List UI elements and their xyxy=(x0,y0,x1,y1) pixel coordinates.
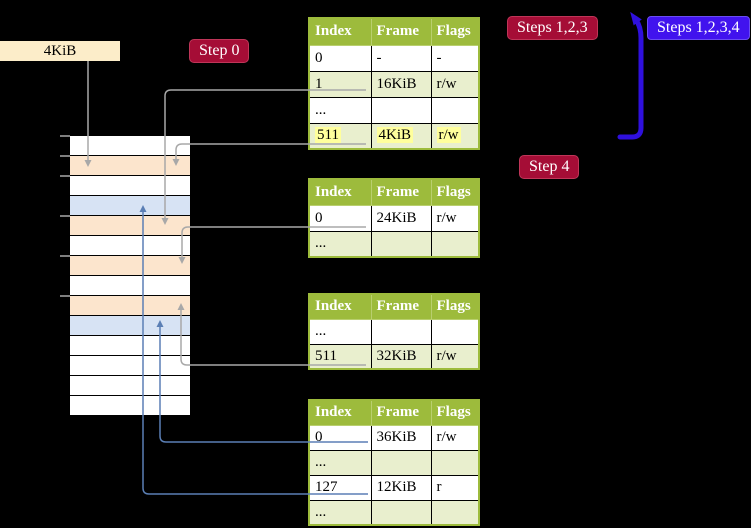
memory-row-peach xyxy=(70,256,190,276)
table-cell: r/w xyxy=(430,122,480,150)
memory-row-white xyxy=(70,136,190,156)
column-header: Index xyxy=(308,18,372,46)
table-cell: r xyxy=(430,474,480,501)
table-row: ... xyxy=(308,96,480,124)
arrow-recursive-loop xyxy=(617,11,644,140)
column-header: Frame xyxy=(370,18,432,46)
highlighted-value: 4KiB xyxy=(376,127,414,144)
table-row: ... xyxy=(308,449,480,476)
table-cell: r/w xyxy=(430,424,480,451)
table-cell: ... xyxy=(308,96,372,124)
highlighted-value: r/w xyxy=(436,127,461,144)
table-cell: 1 xyxy=(308,70,372,98)
column-header: Flags xyxy=(430,179,480,206)
table-cell: 127 xyxy=(308,474,372,501)
table-cell: 36KiB xyxy=(370,424,432,451)
highlighted-value: 511 xyxy=(315,127,341,144)
table-cell xyxy=(370,230,432,258)
table-cell: ... xyxy=(308,230,372,258)
table-cell: 24KiB xyxy=(370,204,432,232)
column-header: Index xyxy=(308,400,372,426)
column-header: Index xyxy=(308,179,372,206)
table-cell: r/w xyxy=(430,204,480,232)
table-cell: ... xyxy=(308,499,372,526)
column-header: Flags xyxy=(430,400,480,426)
column-header: Index xyxy=(308,294,372,320)
column-header: Frame xyxy=(370,179,432,206)
steps123-badge: Steps 1,2,3 xyxy=(507,16,598,40)
memory-row-peach xyxy=(70,156,190,176)
column-header: Flags xyxy=(430,294,480,320)
table-row: 0-- xyxy=(308,44,480,72)
table-cell: ... xyxy=(308,318,372,345)
table-row: ... xyxy=(308,499,480,526)
memory-row-blue xyxy=(70,196,190,216)
table-cell: - xyxy=(370,44,432,72)
memory-row-white xyxy=(70,236,190,256)
table-cell xyxy=(430,499,480,526)
table-cell xyxy=(370,318,432,345)
memory-row-peach xyxy=(70,296,190,316)
tick-mark xyxy=(60,135,70,137)
table-cell xyxy=(370,499,432,526)
memory-row-white xyxy=(70,356,190,376)
memory-row-blue xyxy=(70,316,190,336)
frame-size-label: 4KiB xyxy=(0,41,120,61)
tick-mark xyxy=(60,175,70,177)
tick-mark xyxy=(60,155,70,157)
table-cell: 511 xyxy=(308,122,372,150)
table-cell xyxy=(370,449,432,476)
step4-badge: Step 4 xyxy=(519,155,580,179)
table-cell: r/w xyxy=(430,70,480,98)
steps1234-badge: Steps 1,2,3,4 xyxy=(647,16,750,40)
memory-row-white xyxy=(70,336,190,356)
table-cell: ... xyxy=(308,449,372,476)
physical-memory-column xyxy=(70,136,190,416)
table-cell: 511 xyxy=(308,343,372,370)
table-cell: 4KiB xyxy=(370,122,432,150)
tick-mark xyxy=(60,255,70,257)
table-cell: 0 xyxy=(308,424,372,451)
table-cell: 32KiB xyxy=(370,343,432,370)
table-cell: 0 xyxy=(308,44,372,72)
tick-mark xyxy=(60,295,70,297)
table-cell: r/w xyxy=(430,343,480,370)
table-cell xyxy=(430,230,480,258)
memory-row-white xyxy=(70,376,190,396)
table-row: ... xyxy=(308,318,480,345)
table-cell xyxy=(430,318,480,345)
table-cell: 12KiB xyxy=(370,474,432,501)
table-row: 511 4KiB r/w xyxy=(308,122,480,150)
table-row: ... xyxy=(308,230,480,258)
column-header: Frame xyxy=(370,400,432,426)
tick-mark xyxy=(60,215,70,217)
column-header: Flags xyxy=(430,18,480,46)
memory-row-white xyxy=(70,396,190,416)
memory-row-peach xyxy=(70,216,190,236)
memory-row-white xyxy=(70,276,190,296)
table-cell: - xyxy=(430,44,480,72)
table-cell xyxy=(370,96,432,124)
step0-badge: Step 0 xyxy=(189,39,250,63)
column-header: Frame xyxy=(370,294,432,320)
table-cell xyxy=(430,96,480,124)
memory-row-white xyxy=(70,176,190,196)
table-cell xyxy=(430,449,480,476)
table-cell: 16KiB xyxy=(370,70,432,98)
table-cell: 0 xyxy=(308,204,372,232)
